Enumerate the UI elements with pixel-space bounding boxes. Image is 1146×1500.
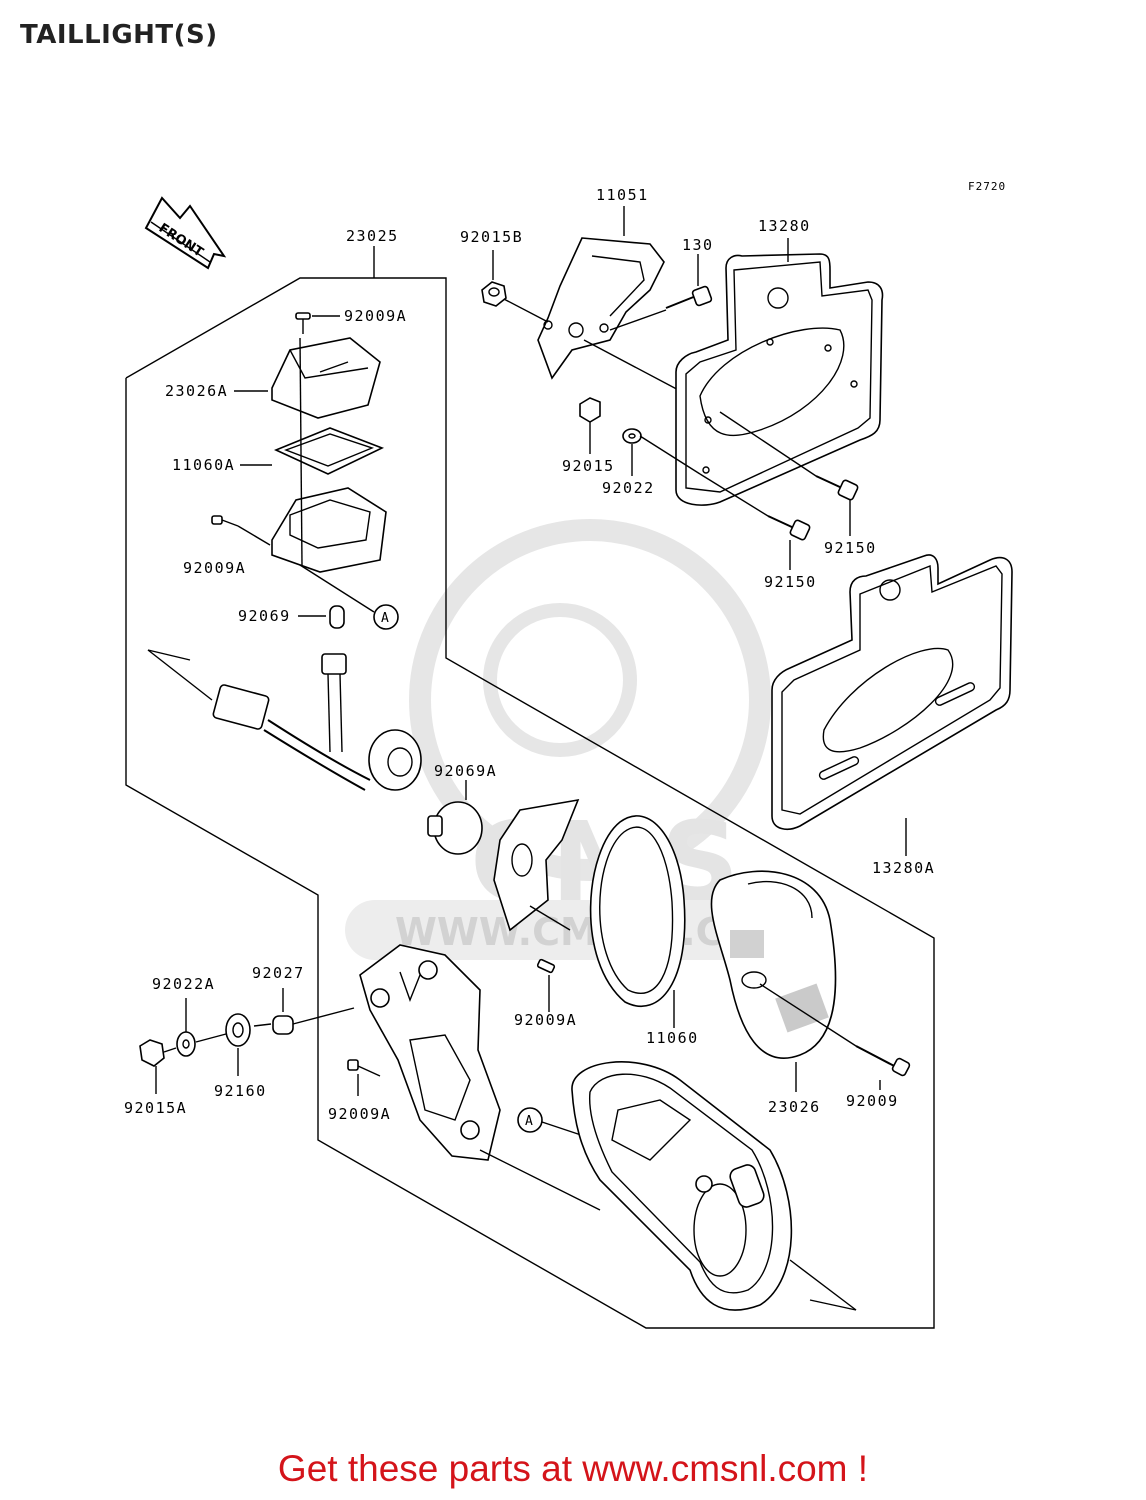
- bolt-130: [609, 254, 713, 331]
- lens-gasket-11060: [589, 815, 686, 1028]
- part-label-11060a: 11060A: [172, 456, 235, 474]
- page-title: TAILLIGHT(S): [20, 20, 218, 50]
- screw-92009a-top: [295, 312, 340, 334]
- part-label-92015a: 92015A: [124, 1099, 187, 1117]
- part-label-92150-a: 92150: [824, 539, 877, 557]
- gasket-11060a: [240, 427, 385, 475]
- figure-code: F2720: [968, 180, 1006, 193]
- part-label-11051: 11051: [596, 186, 649, 204]
- part-label-92009a-top: 92009A: [344, 307, 407, 325]
- taillight-lens-23026: [710, 870, 837, 1092]
- watermark-url-band: [345, 900, 805, 960]
- screw-92009a-bracket: [347, 1059, 381, 1096]
- part-label-23025: 23025: [346, 227, 399, 245]
- callout-a-upper-letter: A: [381, 611, 389, 626]
- bolt-92150-b: [699, 473, 811, 570]
- bulb-92069a: [427, 780, 483, 855]
- part-label-92160: 92160: [214, 1082, 267, 1100]
- taillight-housing: [479, 1061, 857, 1311]
- part-label-13280a: 13280A: [872, 859, 935, 877]
- part-label-92069a: 92069A: [434, 762, 497, 780]
- license-plate-holder-13280a: [771, 554, 1013, 856]
- part-label-92015: 92015: [562, 457, 615, 475]
- part-label-23026: 23026: [768, 1098, 821, 1116]
- screw-92009a-mid: [536, 958, 556, 1012]
- part-label-92022a: 92022A: [152, 975, 215, 993]
- part-label-92009a-mid: 92009A: [514, 1011, 577, 1029]
- part-label-11060: 11060: [646, 1029, 699, 1047]
- callout-a-upper: A: [299, 564, 399, 630]
- part-label-92009: 92009: [846, 1092, 899, 1110]
- part-labels: 23025 92009A 23026A 11060A 92009A 92069 …: [124, 186, 935, 1123]
- part-label-130: 130: [682, 236, 714, 254]
- hardware-stack: [139, 988, 355, 1094]
- watermark-ring: [409, 519, 771, 881]
- taillight-mount-bracket: [359, 944, 501, 1161]
- callout-a-lower-letter: A: [525, 1114, 533, 1129]
- front-label: FRONT: [156, 221, 206, 261]
- reflector-bracket: [493, 798, 580, 932]
- part-label-92069: 92069: [238, 607, 291, 625]
- callout-a-lower: A: [517, 1107, 591, 1139]
- wiring-harness: [147, 649, 422, 791]
- screw-92009: [759, 983, 911, 1090]
- washer-92022: [622, 428, 701, 476]
- part-label-92009a-base: 92009A: [183, 559, 246, 577]
- bolt-92150-a: [719, 411, 859, 536]
- front-arrow-icon: FRONT: [144, 196, 227, 270]
- nut-92015b: [481, 250, 507, 307]
- part-label-92009a-bracket: 92009A: [328, 1105, 391, 1123]
- bulb-92069: [298, 605, 345, 629]
- part-label-23026a: 23026A: [165, 382, 228, 400]
- part-label-92027: 92027: [252, 964, 305, 982]
- assembly-outline: [125, 246, 935, 1329]
- part-label-92015b: 92015B: [460, 228, 523, 246]
- part-label-92022: 92022: [602, 479, 655, 497]
- license-lamp-cover-23026a: [234, 337, 381, 419]
- screw-92009a-base: [211, 515, 271, 546]
- nut-92015: [579, 397, 601, 454]
- license-lamp-base: [271, 337, 387, 573]
- license-plate-holder-13280: [675, 238, 884, 506]
- part-label-13280: 13280: [758, 217, 811, 235]
- footer-cta-link[interactable]: Get these parts at www.cmsnl.com !: [277, 1448, 869, 1489]
- part-label-92150-b: 92150: [764, 573, 817, 591]
- watermark-face: [483, 603, 637, 757]
